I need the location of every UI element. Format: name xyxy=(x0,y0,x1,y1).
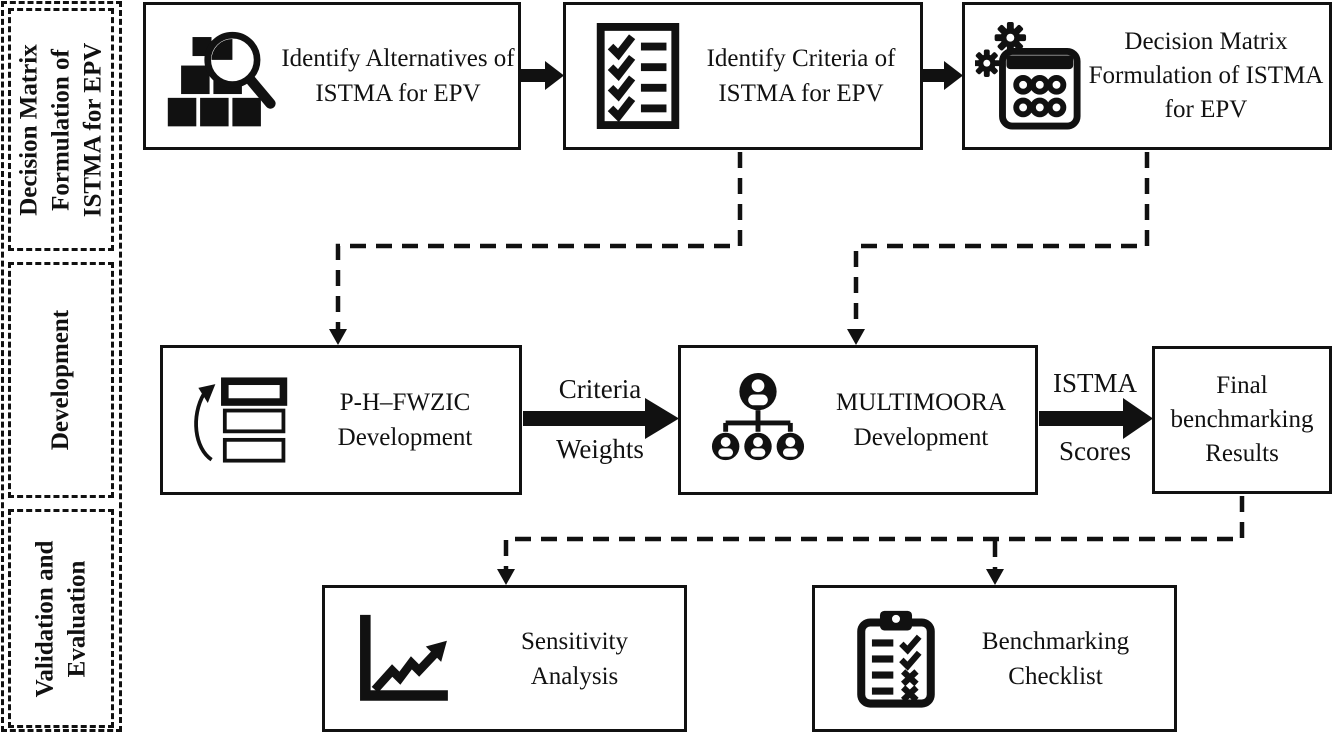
checklist-icon xyxy=(594,23,682,129)
gears-calculator-icon xyxy=(975,20,1083,132)
flow-box-benchmarking-checklist: Benchmarking Checklist xyxy=(812,585,1177,732)
flow-box-label: Sensitivity Analysis xyxy=(465,624,684,694)
clipboard-checklist-icon xyxy=(855,607,937,711)
flow-box-fwzic-development: P-H–FWZIC Development xyxy=(160,345,522,495)
arrowhead-into-fwzic xyxy=(329,329,347,345)
ranking-cycle-icon xyxy=(187,375,291,465)
flow-box-sensitivity-analysis: Sensitivity Analysis xyxy=(322,585,687,732)
flow-box-label-line: Formulation of ISTMA xyxy=(1088,62,1324,89)
phase-sidebar xyxy=(1,1,122,732)
phase-label: Decision Matrix Formulation of ISTMA for… xyxy=(13,42,109,217)
trend-chart-icon xyxy=(353,611,465,707)
phase-label-line: Evaluation xyxy=(63,560,91,677)
boxes-magnifier-icon xyxy=(164,23,278,129)
flow-box-label-line: Results xyxy=(1205,440,1279,467)
arrow-label-criteria: Criteria xyxy=(558,374,642,404)
phase-box-validation-evaluation: Validation and Evaluation xyxy=(8,509,114,728)
flow-box-label-line: Checklist xyxy=(1008,662,1103,690)
flow-box-label-line: P-H–FWZIC xyxy=(339,389,471,416)
phase-box-decision-matrix-formulation: Decision Matrix Formulation of ISTMA for… xyxy=(8,8,114,251)
flow-box-label-line: Benchmarking xyxy=(981,627,1130,655)
phase-label-line: Decision Matrix xyxy=(15,43,42,216)
solid-arrow-alternatives-to-criteria xyxy=(521,61,564,90)
phase-label: Validation and Evaluation xyxy=(29,540,93,697)
flow-box-label-line: Analysis xyxy=(530,662,619,690)
dashed-connector-matrix-to-multimoora xyxy=(853,152,1150,330)
flow-box-label-line: ISTMA for EPV xyxy=(718,80,884,107)
flow-box-identify-criteria: Identify Criteria of ISTMA for EPV xyxy=(563,2,923,150)
phase-label-line: ISTMA for EPV xyxy=(79,42,106,217)
phase-label-line: Formulation of xyxy=(47,48,74,211)
flow-box-label: Identify Criteria of ISTMA for EPV xyxy=(682,41,920,111)
arrow-label-weights: Weights xyxy=(556,434,644,464)
flow-box-label-line: Development xyxy=(337,424,473,451)
arrowhead-into-checklist xyxy=(986,569,1004,585)
arrow-label-scores: Scores xyxy=(1059,436,1131,466)
phase-label: Development xyxy=(45,310,77,450)
phase-label-line: Validation and xyxy=(31,540,59,697)
arrowhead-into-multimoora xyxy=(847,329,865,345)
arrow-label-istma: ISTMA xyxy=(1052,368,1137,398)
flow-box-label-line: ISTMA for EPV xyxy=(315,80,481,107)
flow-box-label: Benchmarking Checklist xyxy=(937,624,1174,694)
arrowhead-into-sensitivity xyxy=(497,569,515,585)
flow-box-multimoora-development: MULTIMOORA Development xyxy=(678,345,1038,495)
flow-box-identify-alternatives: Identify Alternatives of ISTMA for EPV xyxy=(143,2,521,150)
flow-box-label-line: Identify Alternatives of xyxy=(281,45,515,72)
flow-box-label-line: Decision Matrix xyxy=(1124,28,1288,55)
team-hierarchy-icon xyxy=(709,371,807,469)
flow-box-final-benchmarking-results: Final benchmarking Results xyxy=(1152,346,1332,494)
flow-box-label-line: MULTIMOORA xyxy=(836,389,1006,416)
phase-box-development: Development xyxy=(8,262,114,498)
flow-box-label-line: Sensitivity xyxy=(521,627,628,655)
flow-box-label-line: Identify Criteria of xyxy=(706,45,896,72)
dashed-connector-criteria-to-fwzic xyxy=(335,152,743,330)
flow-box-label: P-H–FWZIC Development xyxy=(291,385,519,455)
flow-box-label-line: for EPV xyxy=(1164,96,1248,123)
flow-box-label: Identify Alternatives of ISTMA for EPV xyxy=(278,41,518,111)
thick-arrow-istma-scores xyxy=(1039,398,1153,439)
flow-box-label-line: Final xyxy=(1216,372,1268,399)
dashed-connector-results-to-sensitivity xyxy=(503,496,1245,570)
flow-box-decision-matrix-formulation: Decision Matrix Formulation of ISTMA for… xyxy=(962,2,1332,150)
solid-arrow-criteria-to-matrix xyxy=(922,61,963,90)
flow-box-label: MULTIMOORA Development xyxy=(807,385,1035,455)
flow-box-label: Final benchmarking Results xyxy=(1155,369,1329,471)
phase-label-line: Development xyxy=(47,309,74,451)
flow-box-label-line: Development xyxy=(853,424,989,451)
flow-box-label: Decision Matrix Formulation of ISTMA for… xyxy=(1083,25,1329,127)
flow-box-label-line: benchmarking xyxy=(1170,406,1314,433)
